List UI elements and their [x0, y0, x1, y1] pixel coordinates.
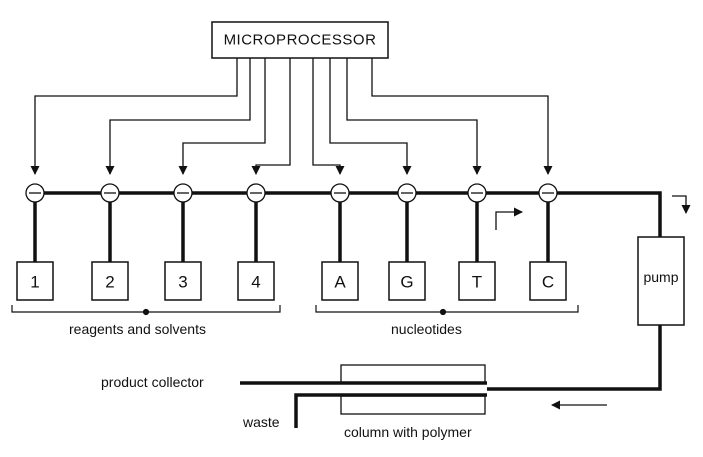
valve-t: [467, 183, 487, 203]
reservoir-c: C: [529, 261, 567, 301]
control-line-3: [178, 58, 266, 175]
pump-box: pump: [637, 236, 685, 326]
control-line-2: [105, 58, 251, 175]
reservoir-a: A: [321, 261, 359, 301]
waste-line: [294, 393, 487, 428]
reservoir-2: 2: [91, 261, 129, 301]
control-line-4: [251, 58, 291, 175]
valve-a: [330, 183, 350, 203]
valve-3: [173, 183, 193, 203]
valve-g: [397, 183, 417, 203]
control-line-8: [371, 58, 553, 175]
microprocessor-label: MICROPROCESSOR: [224, 32, 377, 49]
reservoir-4: 4: [237, 261, 275, 301]
reservoir-feed-lines: [33, 200, 550, 262]
reagents-label: reagents and solvents: [69, 321, 206, 337]
reservoir-g-label: G: [400, 273, 413, 292]
control-line-1: [30, 58, 238, 175]
reservoir-t: T: [458, 261, 496, 301]
control-line-7: [346, 58, 482, 175]
control-line-6: [329, 58, 412, 175]
nucleotides-label: nucleotides: [391, 321, 462, 337]
column-label: column with polymer: [344, 424, 472, 440]
reagents-bracket: [11, 305, 281, 316]
reservoir-2-label: 2: [105, 273, 114, 292]
reservoir-3-label: 3: [178, 273, 187, 292]
valve-4: [246, 183, 266, 203]
reservoir-c-label: C: [542, 273, 554, 292]
reservoir-t-label: T: [472, 273, 482, 292]
reservoir-1: 1: [16, 261, 54, 301]
control-line-5: [312, 58, 345, 175]
valve-c: [538, 183, 558, 203]
valves: [25, 183, 558, 203]
reservoir-a-label: A: [334, 273, 346, 292]
product-collector-label: product collector: [101, 374, 204, 390]
reservoir-3: 3: [164, 261, 202, 301]
reservoir-1-label: 1: [30, 273, 39, 292]
reservoir-g: G: [388, 261, 426, 301]
waste-label: waste: [242, 414, 280, 430]
flow-direction-arrow-right: [495, 207, 523, 230]
return-flow-line: [487, 325, 662, 391]
microprocessor-box: MICROPROCESSOR: [211, 21, 389, 59]
nucleotides-bracket: [315, 305, 579, 316]
reservoir-4-label: 4: [251, 273, 260, 292]
valve-1: [25, 183, 45, 203]
valve-2: [100, 183, 120, 203]
main-flow-line: [35, 191, 662, 237]
control-lines: [30, 58, 553, 175]
pump-label: pump: [643, 269, 678, 285]
column: [340, 364, 486, 415]
flow-direction-arrow-down: [672, 195, 691, 214]
